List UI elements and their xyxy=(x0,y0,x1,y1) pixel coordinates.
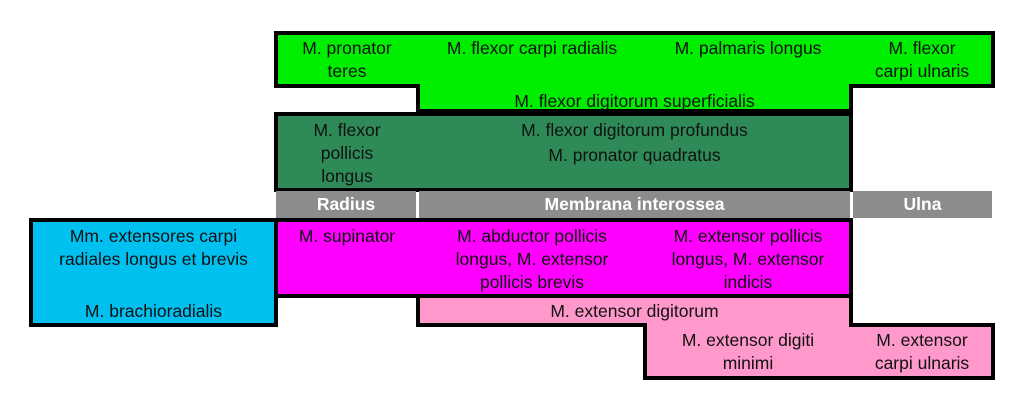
ulna-bar: Ulna xyxy=(853,191,992,218)
label-flexor-pollicis-longus-line3: longus xyxy=(321,165,373,186)
label-flexor-carpi-ulnaris: M. flexor carpi ulnaris xyxy=(853,36,991,84)
label-pronator-teres-line2: teres xyxy=(327,61,367,81)
label-extensor-carpi-ulnaris: M. extensor carpi ulnaris xyxy=(853,328,991,376)
label-supinator: M. supinator xyxy=(298,225,396,246)
label-flexor-pollicis-longus-line2: pollicis xyxy=(320,142,374,163)
label-pronator-teres: M. pronator teres xyxy=(278,36,416,84)
label-extensor-digiti-minimi-line1: M. extensor digiti xyxy=(681,330,815,350)
label-pronator-teres-line1: M. pronator xyxy=(302,38,392,58)
membrana-interossea-bar: Membrana interossea xyxy=(419,191,850,218)
label-extensor-digiti-minimi-line2: minimi xyxy=(722,353,774,373)
superficial-extensor-region xyxy=(416,294,995,380)
label-extensor-carpi-ulnaris-line1: M. extensor xyxy=(876,330,968,350)
label-abductor-pollicis-line1: M. abductor pollicis xyxy=(457,225,607,246)
label-flexor-carpi-ulnaris-line2: carpi ulnaris xyxy=(874,61,970,81)
label-abductor-pollicis-line2: longus, M. extensor xyxy=(455,248,609,269)
label-flexor-carpi-ulnaris-line1: M. flexor xyxy=(888,38,956,58)
label-palmaris-longus: M. palmaris longus xyxy=(674,37,822,58)
radius-bar: Radius xyxy=(276,191,416,218)
label-flexor-carpi-radialis: M. flexor carpi radialis xyxy=(446,37,618,58)
label-flexor-pollicis-longus-line1: M. flexor xyxy=(313,119,381,140)
label-extensor-digitorum: M. extensor digitorum xyxy=(550,300,719,321)
label-abductor-pollicis-line3: pollicis brevis xyxy=(479,271,585,292)
label-abductor-pollicis: M. abductor pollicis longus, M. extensor… xyxy=(420,224,644,294)
label-extensor-pollicis: M. extensor pollicis longus, M. extensor… xyxy=(645,224,851,294)
label-flexor-digitorum-superficialis: M. flexor digitorum superficialis xyxy=(514,90,755,111)
label-extensores-carpi-radiales-line2: radiales longus et brevis xyxy=(59,249,248,269)
label-extensor-pollicis-line1: M. extensor pollicis xyxy=(673,225,823,246)
label-extensor-carpi-ulnaris-line2: carpi ulnaris xyxy=(874,353,970,373)
label-pronator-quadratus: M. pronator quadratus xyxy=(548,144,721,165)
superficial-flexor-region xyxy=(274,31,995,113)
label-extensor-pollicis-line3: indicis xyxy=(723,271,773,292)
label-brachioradialis: M. brachioradialis xyxy=(84,300,223,321)
label-extensor-pollicis-line2: longus, M. extensor xyxy=(671,248,825,269)
label-flexor-digitorum-profundus: M. flexor digitorum profundus xyxy=(521,119,748,140)
label-extensor-digiti-minimi: M. extensor digiti minimi xyxy=(647,328,849,376)
label-flexor-pollicis-longus: M. flexor pollicis longus xyxy=(278,118,416,188)
deep-flexor-region xyxy=(274,112,853,192)
radial-group-region xyxy=(29,218,278,327)
label-extensores-carpi-radiales: Mm. extensores carpi radiales longus et … xyxy=(33,224,274,272)
label-extensores-carpi-radiales-line1: Mm. extensores carpi xyxy=(69,226,238,246)
